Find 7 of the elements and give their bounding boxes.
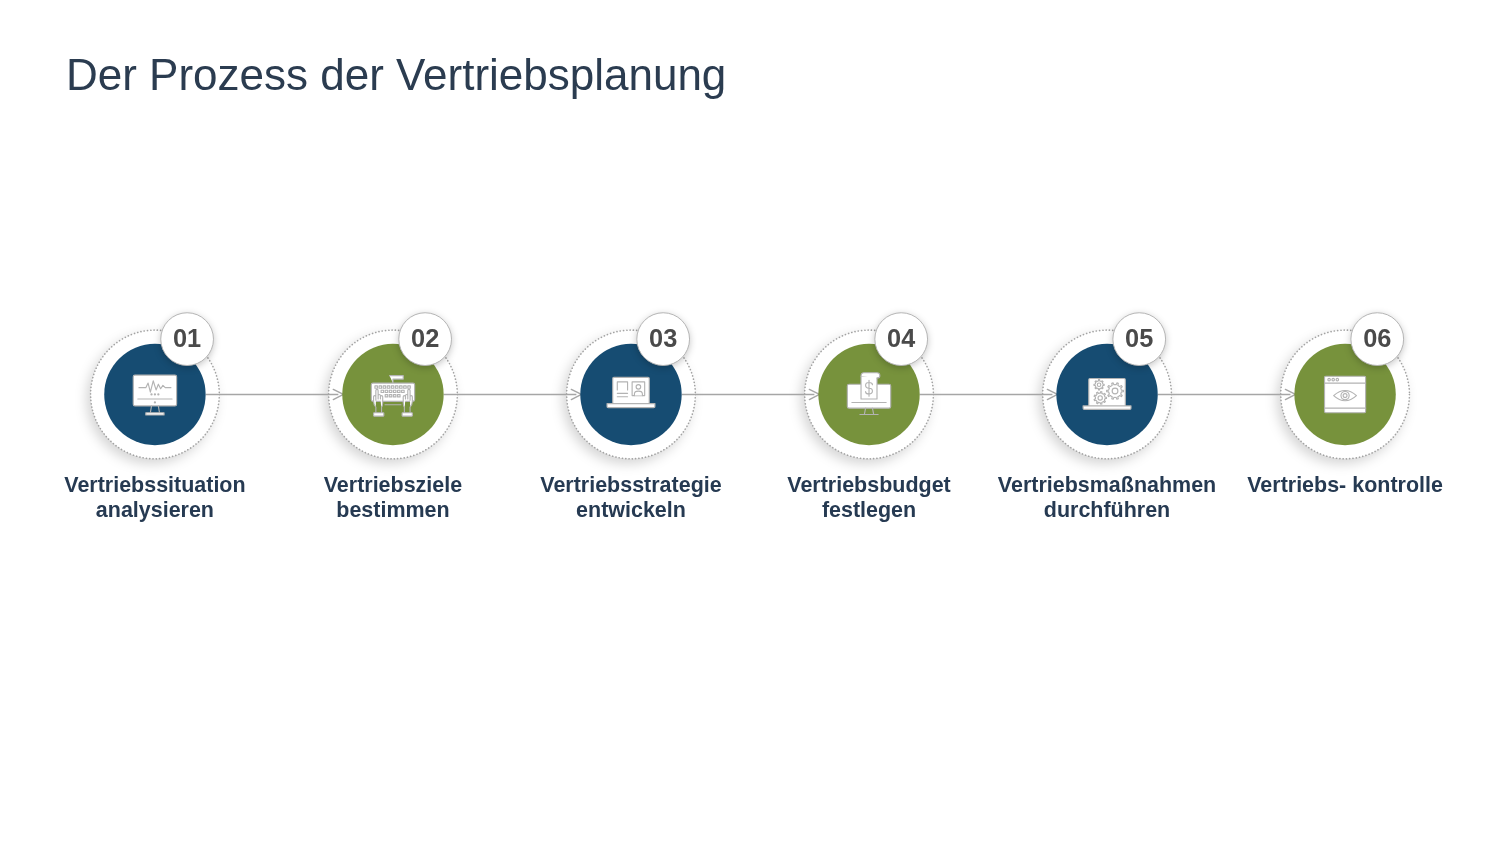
title: Der Prozess der Vertriebsplanung [66, 50, 727, 101]
step-title: Vertriebsbudget festlegen [786, 472, 952, 524]
step-title: Vertriebs- kontrolle [1246, 472, 1444, 498]
step-title: Vertriebssituation analysieren [63, 472, 247, 524]
step-title: Vertriebsmaßnahmen durchführen [996, 472, 1218, 524]
step-title: Vertriebsstrategie entwickeln [539, 472, 723, 524]
step-title: Vertriebsziele bestimmen [322, 472, 464, 524]
